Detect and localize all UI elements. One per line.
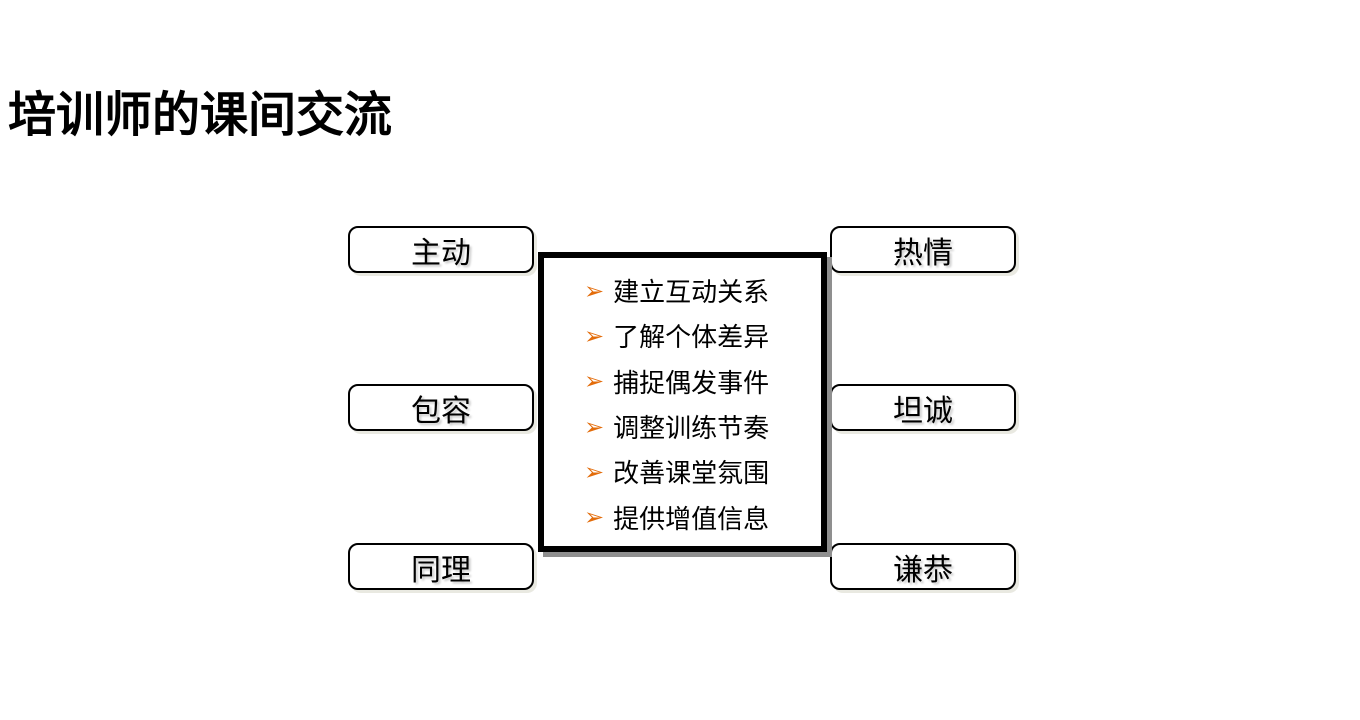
three-d-arrowhead-icon: ➢ [584,277,605,305]
slide-title: 培训师的课间交流 [8,89,393,142]
bullet-text: 了解个体差异 [613,322,770,353]
three-d-arrowhead-icon: ➢ [584,322,605,350]
center-panel: ➢ 建立互动关系 ➢ 了解个体差异 ➢ 捕捉偶发事件 ➢ 调整训练节奏 ➢ 改善… [538,252,827,552]
bullet-list: ➢ 建立互动关系 ➢ 了解个体差异 ➢ 捕捉偶发事件 ➢ 调整训练节奏 ➢ 改善… [544,258,821,546]
keyword-label: 坦诚 [893,394,953,428]
keyword-box-zhudong: 主动 [348,226,534,273]
bullet-text: 捕捉偶发事件 [613,367,770,398]
keyword-box-tongli: 同理 [348,543,534,590]
bullet-text: 改善课堂氛围 [613,458,770,489]
keyword-box-reqing: 热情 [830,226,1016,273]
bullet-item: ➢ 建立互动关系 [584,272,815,309]
three-d-arrowhead-icon: ➢ [584,458,605,486]
keyword-label: 谦恭 [893,553,953,587]
bullet-text: 建立互动关系 [613,277,770,308]
keyword-label: 包容 [411,394,471,428]
bullet-item: ➢ 调整训练节奏 [584,408,815,445]
keyword-box-baorong: 包容 [348,384,534,431]
three-d-arrowhead-icon: ➢ [584,368,605,396]
keyword-box-qiangong: 谦恭 [830,543,1016,590]
three-d-arrowhead-icon: ➢ [584,413,605,441]
keyword-box-tancheng: 坦诚 [830,384,1016,431]
bullet-item: ➢ 了解个体差异 [584,317,815,354]
bullet-text: 提供增值信息 [613,503,770,534]
keyword-label: 同理 [411,553,471,587]
bullet-item: ➢ 提供增值信息 [584,499,815,536]
bullet-item: ➢ 捕捉偶发事件 [584,363,815,400]
three-d-arrowhead-icon: ➢ [584,504,605,532]
bullet-item: ➢ 改善课堂氛围 [584,453,815,490]
bullet-text: 调整训练节奏 [613,413,770,444]
keyword-label: 主动 [411,236,471,270]
keyword-label: 热情 [893,236,953,270]
